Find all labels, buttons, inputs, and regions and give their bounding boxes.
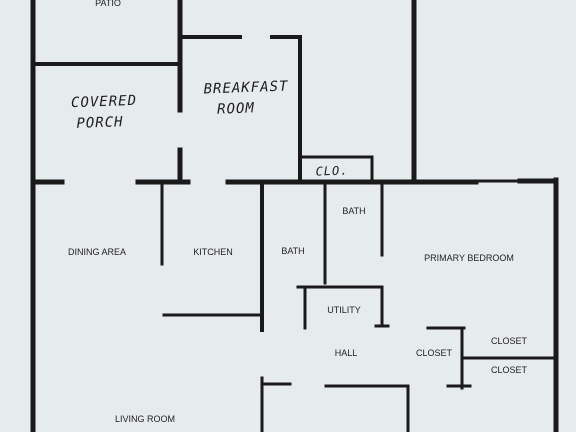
room-label-clo: CLO.: [315, 163, 349, 179]
room-label-bath: BATH: [281, 246, 305, 256]
room-label-covered-porch-line2: PORCH: [76, 114, 124, 132]
room-label-closet: CLOSET: [415, 348, 453, 358]
room-label-primary-bedroom: PRIMARY BEDROOM: [424, 253, 514, 263]
room-label-kitchen: KITCHEN: [193, 247, 233, 257]
room-label-dining-area: DINING AREA: [67, 247, 127, 257]
room-label-closet: CLOSET: [490, 365, 528, 375]
room-label-covered-porch-line1: COVERED: [70, 92, 138, 112]
room-label-breakfast-room-line2: ROOM: [216, 100, 256, 118]
room-label-breakfast-room-line1: BREAKFAST: [203, 78, 289, 98]
room-label-patio: PATIO: [95, 0, 121, 8]
room-label-living-room: LIVING ROOM: [114, 414, 176, 424]
room-label-hall: HALL: [334, 348, 358, 358]
room-label-utility: UTILITY: [327, 305, 361, 315]
room-label-bath: BATH: [342, 206, 366, 216]
room-label-closet: CLOSET: [490, 336, 528, 346]
